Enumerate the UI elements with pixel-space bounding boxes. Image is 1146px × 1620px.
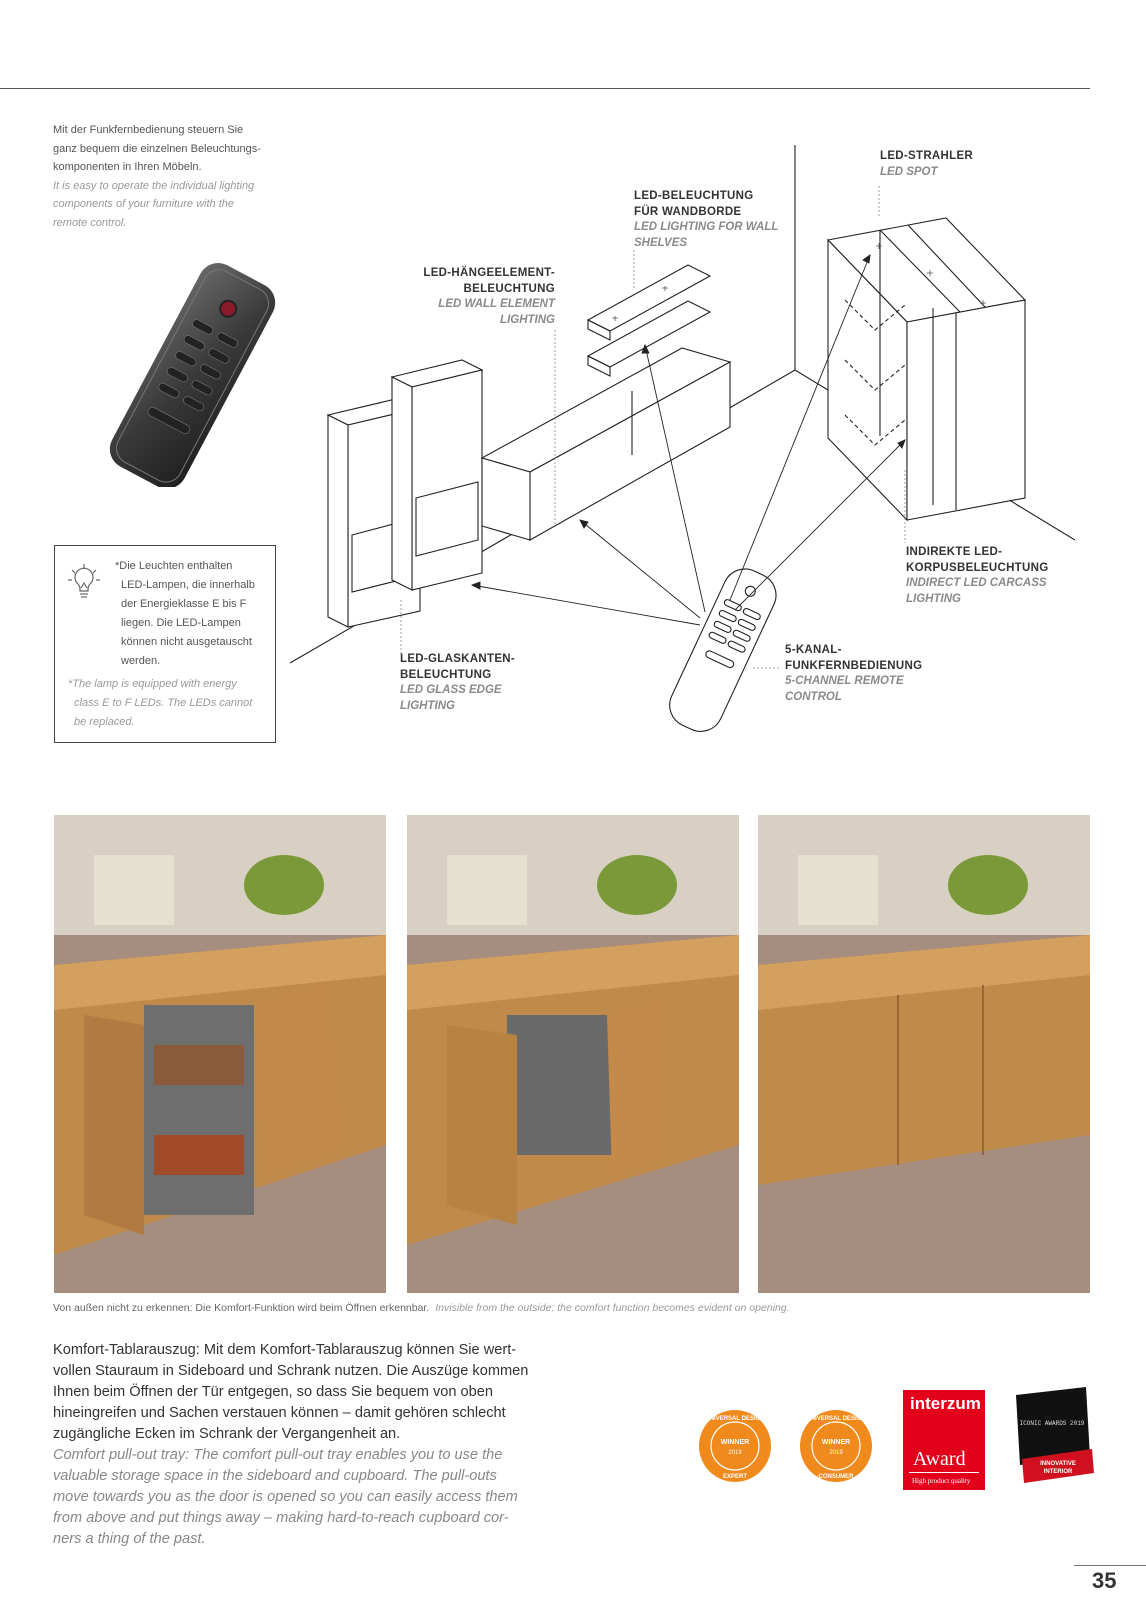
label-en: LED LIGHTING FOR WALL (634, 221, 779, 233)
caption-de: Von außen nicht zu erkennen: Die Komfort… (53, 1302, 430, 1314)
label-glass-edge: LED-GLASKANTEN- BELEUCHTUNG LED GLASS ED… (400, 652, 515, 714)
label-de: INDIREKTE LED- (906, 546, 1003, 558)
label-en: LIGHTING (906, 592, 961, 605)
body-en-line: move towards you as the door is opened s… (53, 1489, 518, 1505)
remote-control-photo (109, 263, 276, 487)
universal-design-consumer-badge: WINNER 2019 UNIVERSAL DESIGN CONSUMER (800, 1410, 872, 1482)
intro-de-line: komponenten in Ihren Möbeln. (53, 161, 202, 173)
label-en: LED SPOT (880, 165, 938, 178)
note-en-line: be replaced. (74, 716, 135, 728)
intro-en-line: components of your furniture with the (53, 198, 234, 210)
badge-mid: WINNER (822, 1439, 850, 1446)
label-led-spot: LED-STRAHLER LED SPOT (880, 149, 973, 180)
lighting-diagram (289, 145, 1075, 732)
label-en: LIGHTING (500, 313, 555, 326)
badge-year: 2019 (728, 1450, 742, 1456)
body-de-line: hineingreifen und Sachen verstauen könne… (53, 1405, 506, 1421)
note-de-line: liegen. Die LED-Lampen (121, 617, 241, 629)
label-de: 5-KANAL- (785, 644, 842, 656)
label-carcass: INDIREKTE LED- KORPUSBELEUCHTUNG INDIREC… (906, 545, 1048, 607)
page-number: 35 (1092, 1568, 1117, 1593)
note-en-line: class E to F LEDs. The LEDs cannot (74, 697, 253, 709)
iconic-awards-logo: ICONIC AWARDS 2019 INNOVATIVE INTERIOR (1016, 1387, 1094, 1483)
label-remote: 5-KANAL- FUNKFERNBEDIENUNG 5-CHANNEL REM… (785, 643, 922, 705)
label-en: SHELVES (634, 236, 688, 249)
badge-year: 2019 (829, 1450, 843, 1456)
energy-note-en: *The lamp is equipped with energy class … (68, 675, 268, 732)
badge-sub: EXPERT (723, 1474, 747, 1480)
body-text: Komfort-Tablarauszug: Mit dem Komfort-Ta… (53, 1340, 563, 1550)
note-de-line: LED-Lampen, die innerhalb (121, 579, 255, 591)
sideboard-photo-half-open (407, 815, 739, 1293)
label-en: LED WALL ELEMENT (438, 298, 555, 310)
label-wall-element: LED-HÄNGEELEMENT- BELEUCHTUNG LED WALL E… (400, 266, 555, 328)
page-number-rule (1074, 1565, 1146, 1566)
caption-en: Invisible from the outside: the comfort … (435, 1302, 790, 1314)
label-de: KORPUSBELEUCHTUNG (906, 561, 1049, 574)
body-de-line: vollen Stauraum in Sideboard und Schrank… (53, 1363, 529, 1379)
label-en: CONTROL (785, 690, 842, 703)
body-en-line: ners a thing of the past. (53, 1531, 206, 1547)
intro-en-line: It is easy to operate the individual lig… (53, 179, 255, 192)
note-en-line: *The lamp is equipped with energy (68, 678, 237, 690)
light-bulb-icon (68, 564, 100, 598)
interzum-word: Award (913, 1448, 966, 1470)
label-de: BELEUCHTUNG (400, 668, 492, 681)
body-en-line: Comfort pull-out tray: The comfort pull-… (53, 1447, 503, 1463)
interzum-divider (909, 1472, 979, 1473)
interzum-sub: High product quality (912, 1477, 971, 1485)
intro-de-line: ganz bequem die einzelnen Beleuchtungs- (53, 142, 261, 155)
badge-mid: WINNER (721, 1439, 749, 1446)
top-rule (0, 88, 1090, 89)
label-de: FÜR WANDBORDE (634, 205, 742, 218)
iconic-letters: ICONIC AWARDS 2019 (1020, 1420, 1085, 1427)
label-de: FUNKFERNBEDIENUNG (785, 659, 923, 672)
body-en-line: valuable storage space in the sideboard … (53, 1468, 497, 1484)
intro-de-line: Mit der Funkfernbedienung steuern Sie (53, 124, 244, 136)
label-de: BELEUCHTUNG (463, 282, 555, 295)
iconic-ribbon-2: INTERIOR (1044, 1469, 1073, 1475)
label-en: LIGHTING (400, 699, 455, 712)
badge-sub: CONSUMER (818, 1474, 854, 1480)
badge-arc: UNIVERSAL DESIGN (705, 1416, 764, 1422)
note-de-line: *Die Leuchten enthalten (115, 560, 233, 572)
note-de-line: der Energieklasse E bis F (121, 598, 247, 610)
photo-caption: Von außen nicht zu erkennen: Die Komfort… (53, 1302, 790, 1314)
intro-en-line: remote control. (53, 216, 127, 229)
label-wall-shelves: LED-BELEUCHTUNG FÜR WANDBORDE LED LIGHTI… (634, 189, 778, 251)
iconic-ribbon-1: INNOVATIVE (1040, 1461, 1076, 1467)
label-en: LED GLASS EDGE (400, 684, 502, 696)
label-en: INDIRECT LED CARCASS (906, 577, 1047, 589)
label-de: LED-GLASKANTEN- (400, 653, 516, 665)
body-de-line: Komfort-Tablarauszug: Mit dem Komfort-Ta… (53, 1342, 517, 1358)
badge-arc: UNIVERSAL DESIGN (806, 1416, 865, 1422)
label-de: LED-STRAHLER (880, 150, 974, 162)
note-de-line: können nicht ausgetauscht (121, 636, 252, 648)
sideboard-photo-closed (758, 815, 1090, 1293)
universal-design-expert-badge: WINNER 2019 UNIVERSAL DESIGN EXPERT (699, 1410, 771, 1482)
energy-note-box: *Die Leuchten enthalten LED-Lampen, die … (54, 545, 276, 743)
body-de-line: zugängliche Ecken im Schrank der Vergang… (53, 1426, 401, 1442)
label-de: LED-HÄNGEELEMENT- (423, 267, 555, 279)
body-de-line: Ihnen beim Öffnen der Tür entgegen, so d… (53, 1384, 494, 1400)
label-de: LED-BELEUCHTUNG (634, 190, 754, 202)
body-en-line: from above and put things away – making … (53, 1510, 509, 1526)
interzum-brand: interzum (910, 1394, 981, 1413)
interzum-award-logo: interzum Award High product quality (903, 1390, 985, 1490)
sideboard-photo-open-wide (54, 815, 386, 1293)
label-en: 5-CHANNEL REMOTE (785, 675, 904, 687)
note-de-line: werden. (121, 655, 161, 667)
energy-note-de: *Die Leuchten enthalten LED-Lampen, die … (115, 557, 265, 671)
intro-text: Mit der Funkfernbedienung steuern Sie ga… (53, 121, 293, 232)
